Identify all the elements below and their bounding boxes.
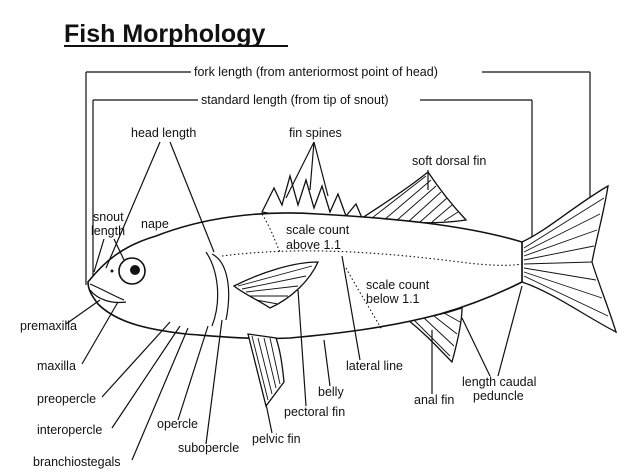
maxilla-label: maxilla	[37, 359, 76, 373]
soft-dorsal-fin	[360, 171, 468, 224]
scale-count-above-label-line2: above 1.1	[286, 238, 341, 252]
branchiostegals-leader	[131, 327, 189, 461]
length-caudal-label-line1: length caudal	[462, 375, 536, 389]
mouth-line	[89, 283, 125, 301]
belly-leader	[323, 339, 331, 387]
subopercle-label: subopercle	[178, 441, 239, 455]
preopercle-leader	[101, 321, 171, 398]
interopercle-leader	[111, 325, 181, 429]
pectoral-fin-rays	[237, 265, 313, 305]
scale-count-above-line	[261, 213, 281, 253]
scale-count-below-line	[345, 267, 383, 331]
pectoral-fin-label: pectoral fin	[284, 405, 345, 419]
nape-label: nape	[141, 217, 169, 231]
caudal-fin	[521, 184, 618, 334]
snout-length-label-line2: length	[91, 224, 125, 238]
preopercle-outline	[205, 251, 219, 327]
fork-length-label: fork length (from anteriormost point of …	[194, 65, 438, 79]
premaxilla-leader	[65, 299, 101, 325]
subopercle-leader	[205, 319, 223, 445]
belly-label: belly	[318, 385, 344, 399]
length-caudal-label-line2: peduncle	[473, 389, 524, 403]
scale-count-below-label-line2: below 1.1	[366, 292, 420, 306]
preopercle-label: preopercle	[37, 392, 96, 406]
anal-fin-label: anal fin	[414, 393, 454, 407]
diagram-title: Fish Morphology	[64, 20, 265, 48]
maxilla-leader	[81, 301, 119, 365]
eye-pupil	[130, 265, 140, 275]
snout-length-leaders	[93, 238, 125, 273]
fin-spines-leaders	[285, 141, 329, 199]
lateral-line-label: lateral line	[346, 359, 403, 373]
soft-dorsal-fin-label: soft dorsal fin	[412, 154, 486, 168]
premaxilla-label: premaxilla	[20, 319, 77, 333]
head-length-leaders	[105, 141, 215, 269]
pelvic-fin-rays	[251, 335, 281, 401]
snout-length-label-line1: snout	[93, 210, 124, 224]
premaxilla-outline	[89, 289, 127, 304]
length-caudal-peduncle-leaders	[461, 285, 523, 377]
fin-spines-label: fin spines	[289, 126, 342, 140]
nostril	[110, 269, 114, 273]
caudal-fin-rays	[523, 197, 609, 317]
scale-count-below-label-line1: scale count	[366, 278, 430, 292]
pelvic-fin-leader	[265, 403, 273, 434]
pectoral-fin	[232, 261, 320, 309]
opercle-outline	[211, 253, 230, 321]
opercle-label: opercle	[157, 417, 198, 431]
standard-length-bracket	[92, 99, 533, 280]
lateral-line-leader	[341, 255, 361, 361]
scale-count-above-label-line1: scale count	[286, 223, 350, 237]
lateral-line	[221, 250, 523, 266]
standard-length-label: standard length (from tip of snout)	[201, 93, 389, 107]
branchiostegals-label: branchiostegals	[33, 455, 121, 469]
opercle-leader	[177, 325, 209, 421]
interopercle-label: interopercle	[37, 423, 102, 437]
head-length-label: head length	[131, 126, 196, 140]
pectoral-fin-leader	[297, 289, 307, 407]
soft-dorsal-rays	[371, 175, 459, 223]
pelvic-fin-label: pelvic fin	[252, 432, 301, 446]
